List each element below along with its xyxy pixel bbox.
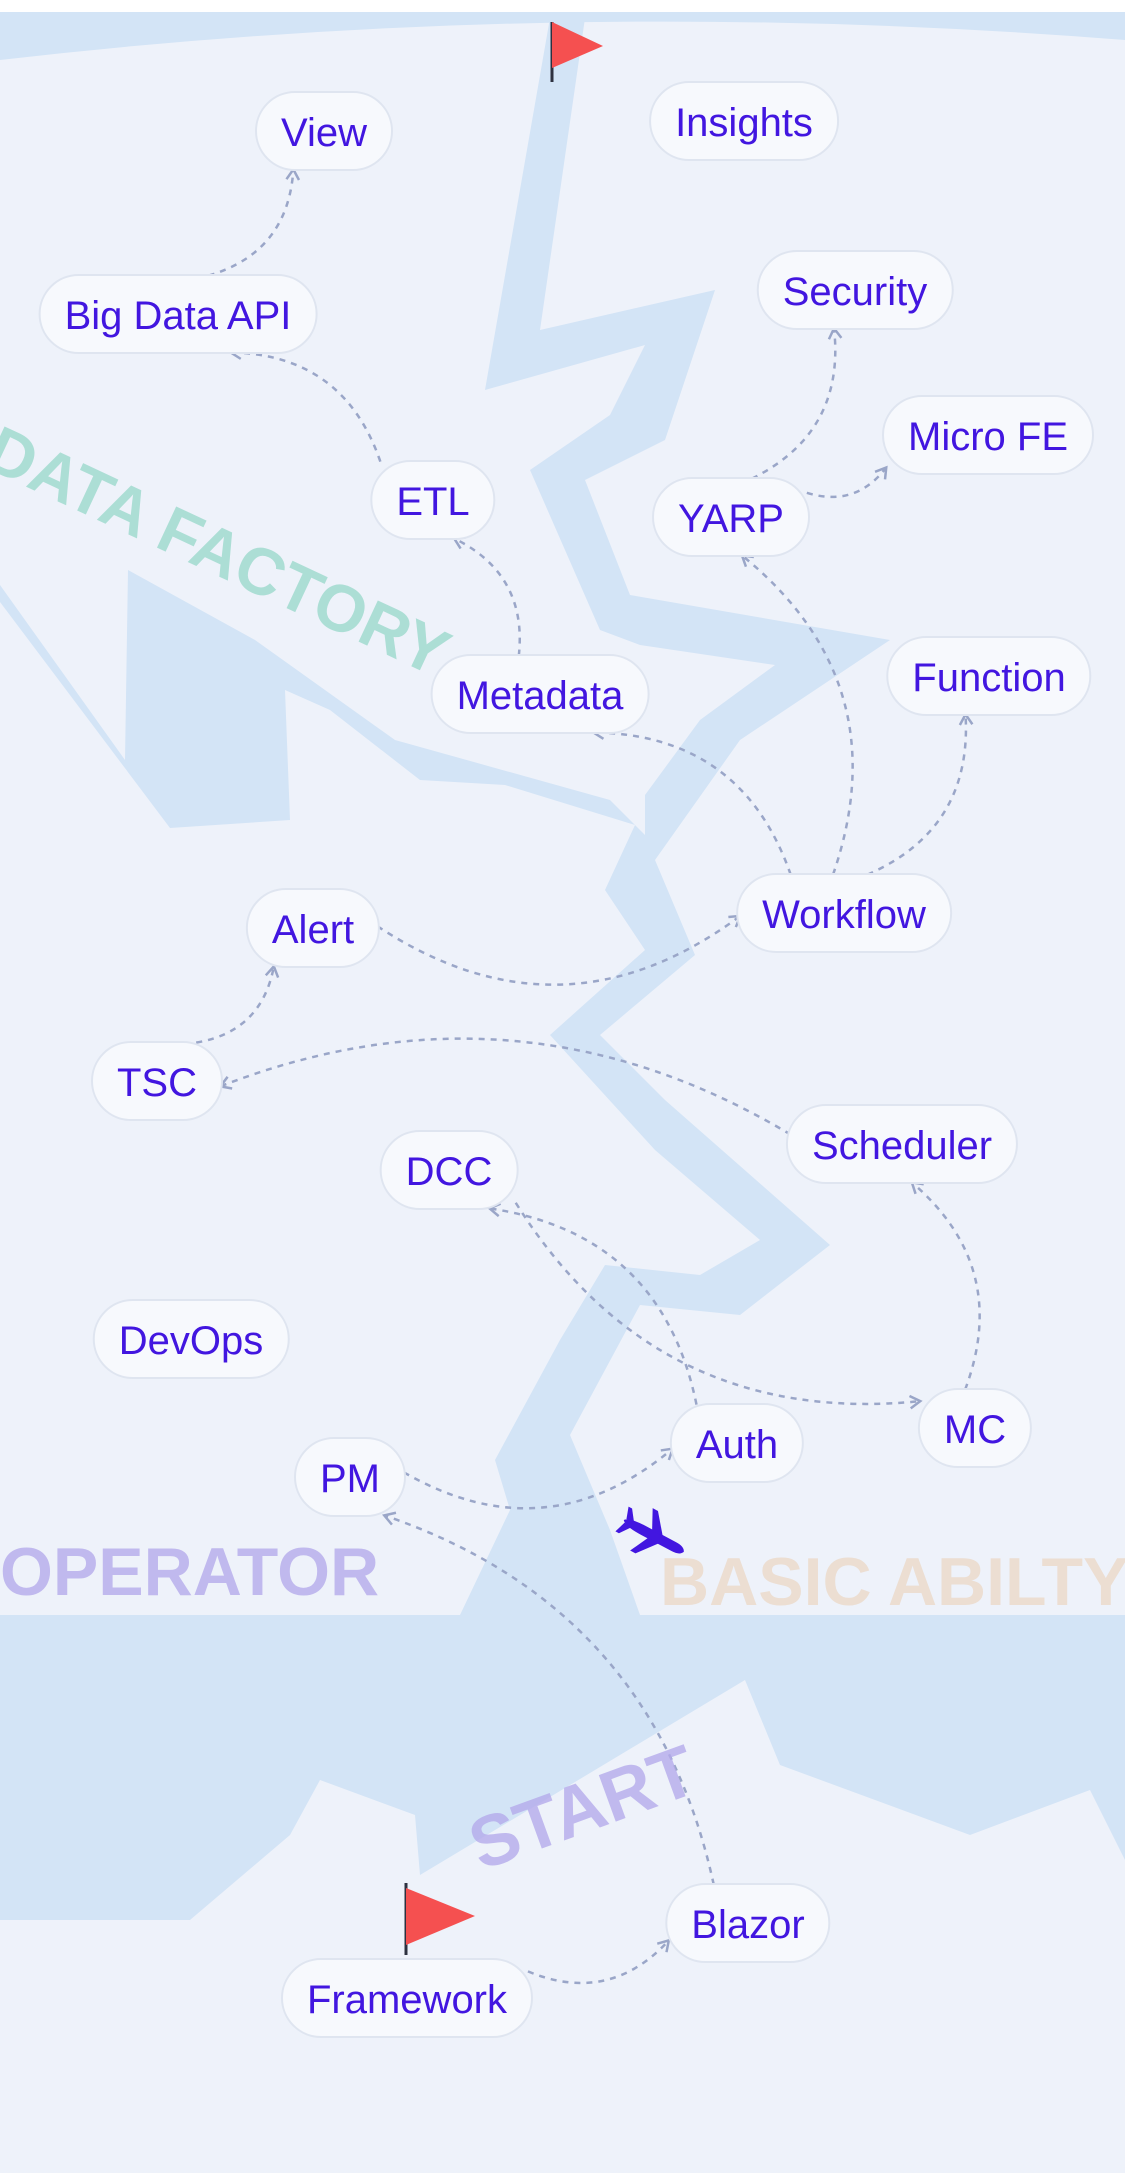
river: [0, 18, 890, 1615]
region-label-basic-ability: BASIC ABILTY: [660, 1544, 1125, 1620]
edge-pm-to-auth: [403, 1447, 674, 1510]
edge-framework-to-blazor: [527, 1939, 670, 1985]
node-auth[interactable]: Auth: [669, 1403, 805, 1483]
edge-scheduler-to-tsc: [219, 1037, 792, 1136]
edge-alert-to-workflow: [376, 914, 742, 986]
arrowhead-micro_fe: [874, 465, 888, 480]
node-scheduler[interactable]: Scheduler: [785, 1104, 1019, 1184]
node-blazor[interactable]: Blazor: [665, 1883, 831, 1963]
node-view[interactable]: View: [255, 91, 393, 171]
edge-blazor-to-pm: [383, 1514, 715, 1885]
node-big-data-api[interactable]: Big Data API: [38, 274, 318, 354]
airplane-icon: [615, 1506, 684, 1554]
edge-yarp-to-micro_fe: [806, 466, 888, 499]
edge-yarp-to-security: [751, 328, 837, 480]
node-yarp[interactable]: YARP: [652, 477, 810, 557]
node-function[interactable]: Function: [886, 636, 1092, 716]
node-metadata[interactable]: Metadata: [430, 654, 650, 734]
arrowhead-mc: [908, 1394, 923, 1410]
edge-tsc-to-alert: [195, 966, 276, 1044]
flag-icon: [550, 22, 603, 82]
node-devops[interactable]: DevOps: [92, 1299, 290, 1379]
flag-icon: [404, 1883, 475, 1955]
node-etl[interactable]: ETL: [370, 460, 496, 540]
bottom-band: [0, 1615, 1125, 1920]
region-label-operator: OPERATOR: [0, 1534, 380, 1610]
edge-mc-to-scheduler: [911, 1181, 981, 1391]
node-security[interactable]: Security: [756, 250, 954, 330]
node-framework[interactable]: Framework: [280, 1958, 534, 2038]
node-insights[interactable]: Insights: [649, 81, 839, 161]
node-micro-fe[interactable]: Micro FE: [882, 395, 1094, 475]
edge-workflow-to-function: [866, 714, 968, 876]
node-tsc[interactable]: TSC: [91, 1041, 223, 1121]
node-workflow[interactable]: Workflow: [736, 873, 952, 953]
node-dcc[interactable]: DCC: [379, 1130, 519, 1210]
edge-etl-to-big_data_api: [230, 351, 382, 463]
edge-workflow-to-metadata: [593, 731, 792, 876]
top-band: [0, 12, 1125, 60]
edge-workflow-to-yarp: [741, 554, 854, 876]
node-mc[interactable]: MC: [917, 1388, 1033, 1468]
edge-metadata-to-etl: [453, 537, 521, 656]
node-alert[interactable]: Alert: [245, 888, 381, 968]
edge-big_data_api-to-view: [208, 169, 295, 277]
arrowhead-pm: [382, 1511, 397, 1526]
node-pm[interactable]: PM: [294, 1437, 406, 1517]
top-strip: [0, 0, 1125, 12]
